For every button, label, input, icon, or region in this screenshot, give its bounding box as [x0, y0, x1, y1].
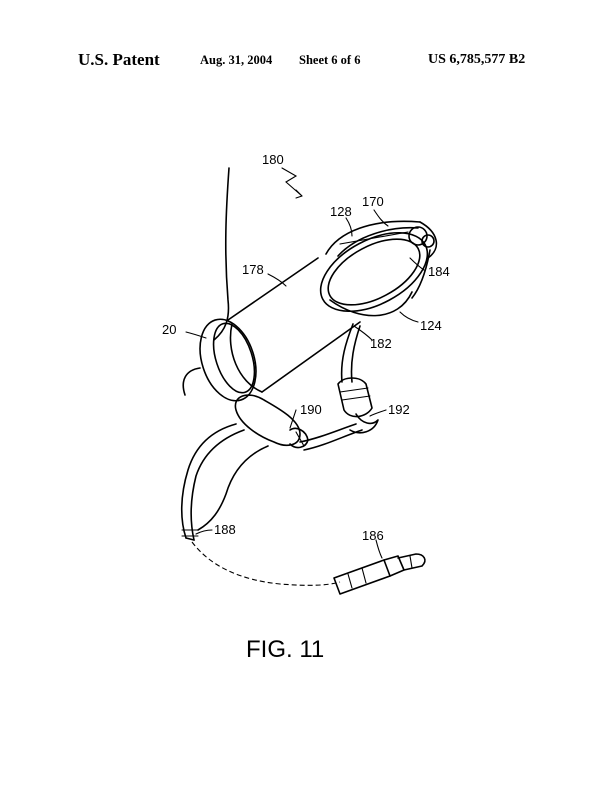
ref-182: 182 — [370, 336, 392, 351]
ref-180: 180 — [262, 152, 284, 167]
header-left: U.S. Patent — [78, 50, 160, 69]
leader-190 — [289, 409, 297, 429]
ref-178: 178 — [242, 262, 264, 277]
ref-128: 128 — [330, 204, 352, 219]
leader-184 — [409, 257, 425, 271]
ref-184: 184 — [428, 264, 450, 279]
connector-192 — [337, 377, 379, 434]
leg-outline — [182, 367, 201, 396]
ref-192: 192 — [388, 402, 410, 417]
ref-188: 188 — [214, 522, 236, 537]
ref-124: 124 — [420, 318, 442, 333]
ref-20: 20 — [162, 322, 176, 337]
leader-192 — [369, 409, 387, 417]
tube-182 — [340, 323, 361, 383]
header-date: Aug. 31, 2004 — [200, 53, 273, 67]
leader-182 — [353, 325, 373, 341]
ref-190: 190 — [300, 402, 322, 417]
leader-20 — [185, 331, 207, 339]
header-sheet: Sheet 6 of 6 — [299, 53, 361, 67]
figure-caption: FIG. 11 — [246, 636, 324, 663]
plug-186 — [333, 553, 426, 595]
leader-186 — [375, 539, 383, 559]
base-ring — [199, 318, 257, 402]
leader-180-arrow — [295, 189, 303, 199]
leader-180 — [281, 167, 303, 197]
leader-178 — [267, 273, 287, 287]
leader-128 — [345, 217, 353, 237]
leader-170 — [373, 209, 389, 227]
bulb-190 — [234, 394, 309, 449]
ref-170: 170 — [362, 194, 384, 209]
header-patent-number: US 6,785,577 B2 — [428, 52, 526, 67]
ref-186: 186 — [362, 528, 384, 543]
cylinder-body — [227, 257, 361, 393]
wire-dashed — [191, 541, 341, 586]
leader-188 — [195, 529, 213, 535]
hose-loop — [180, 423, 363, 541]
leader-124 — [399, 311, 419, 323]
body-outline — [213, 167, 230, 341]
top-ring-and-cone — [319, 220, 438, 317]
